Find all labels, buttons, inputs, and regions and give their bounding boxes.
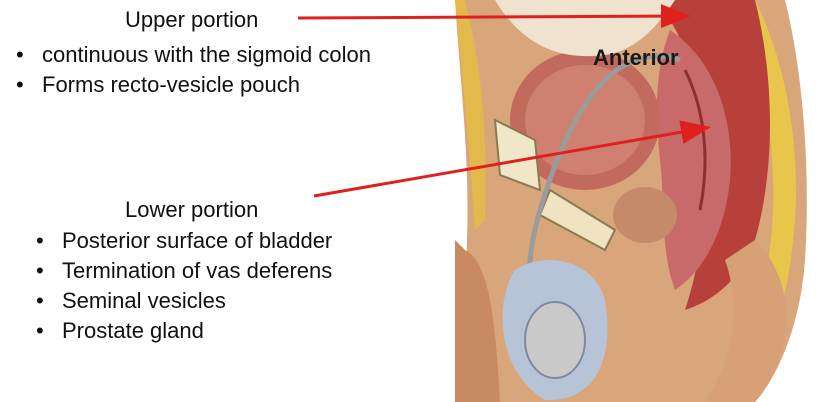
upper-portion-heading: Upper portion: [125, 9, 258, 31]
bullet-icon: •: [36, 256, 44, 286]
list-item: • continuous with the sigmoid colon: [16, 40, 412, 70]
testis: [525, 302, 585, 378]
bullet-text: Posterior surface of bladder: [62, 228, 332, 253]
bullet-text: continuous with the sigmoid colon: [42, 42, 371, 67]
prostate: [613, 187, 677, 243]
list-item: • Prostate gland: [36, 316, 426, 346]
list-item: • Forms recto-vesicle pouch: [16, 70, 416, 100]
bullet-icon: •: [36, 226, 44, 256]
bullet-text: Termination of vas deferens: [62, 258, 332, 283]
bullet-icon: •: [36, 316, 44, 346]
bullet-icon: •: [36, 286, 44, 316]
bullet-icon: •: [16, 40, 24, 70]
lower-portion-list: • Posterior surface of bladder • Terminati…: [36, 226, 426, 346]
bullet-text: Forms recto-vesicle pouch: [42, 72, 300, 97]
lower-portion-heading: Lower portion: [125, 199, 258, 221]
list-item: • Seminal vesicles: [36, 286, 426, 316]
anterior-label: Anterior: [593, 45, 679, 71]
bullet-text: Prostate gland: [62, 318, 204, 343]
list-item: • Posterior surface of bladder: [36, 226, 426, 256]
bullet-text: Seminal vesicles: [62, 288, 226, 313]
bullet-icon: •: [16, 70, 24, 100]
upper-portion-list: • continuous with the sigmoid colon • Form…: [16, 40, 416, 100]
list-item: • Termination of vas deferens: [36, 256, 426, 286]
